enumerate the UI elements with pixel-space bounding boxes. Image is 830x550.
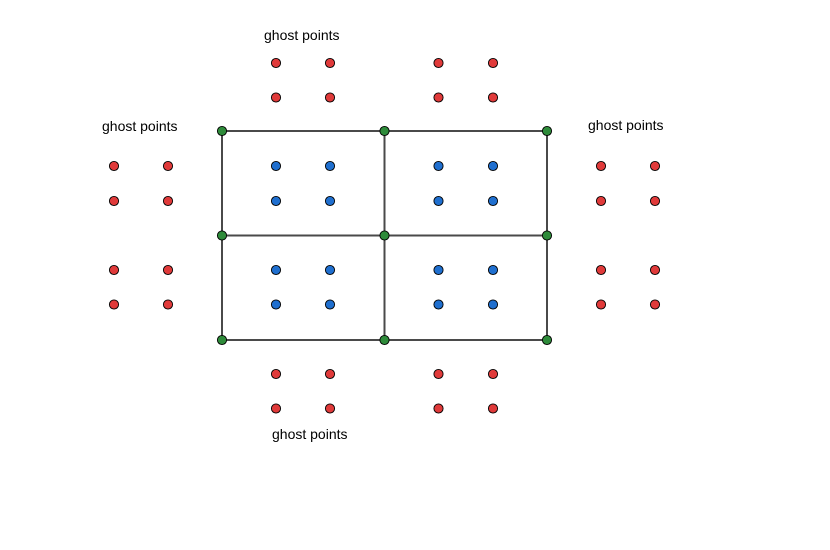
ghost-point-left: [162, 264, 174, 276]
ghost-point-left: [162, 160, 174, 172]
ghost-point-top: [270, 92, 282, 103]
ghost-point-top: [433, 92, 444, 103]
ghost-point-bottom: [487, 368, 499, 380]
ghost-point-right: [649, 299, 661, 310]
ghost-point-bottom: [270, 368, 282, 380]
interior-points: [270, 160, 499, 310]
ghost-point-top: [324, 57, 336, 69]
ghost-points: [108, 57, 661, 414]
ghost-point-bottom: [324, 368, 336, 380]
ghost-point-right: [595, 264, 607, 276]
ghost-point-left: [162, 195, 174, 207]
ghost-point-right: [649, 195, 661, 207]
grid-node: [379, 334, 390, 346]
interior-point: [270, 195, 282, 207]
ghost-point-right: [595, 160, 607, 172]
ghost-points-label-right: ghost points: [588, 117, 664, 133]
ghost-point-bottom: [487, 403, 499, 414]
interior-point: [433, 160, 444, 172]
ghost-points-label-top: ghost points: [264, 27, 340, 43]
interior-point: [270, 160, 282, 172]
ghost-point-bottom: [324, 403, 336, 414]
ghost-point-right: [649, 264, 661, 276]
interior-point: [270, 299, 282, 310]
ghost-point-bottom: [433, 403, 444, 414]
ghost-point-right: [595, 299, 607, 310]
ghost-points-label-bottom: ghost points: [272, 426, 348, 442]
grid-node: [216, 334, 228, 346]
interior-point: [270, 264, 282, 276]
interior-point: [487, 299, 499, 310]
ghost-point-bottom: [433, 368, 444, 380]
grid-node: [216, 230, 228, 241]
ghost-point-left: [108, 160, 120, 172]
interior-point: [324, 160, 336, 172]
interior-point: [433, 299, 444, 310]
ghost-points-label-left: ghost points: [102, 118, 178, 134]
ghost-point-top: [270, 57, 282, 69]
ghost-point-left: [108, 195, 120, 207]
grid-node: [379, 125, 390, 137]
interior-point: [324, 195, 336, 207]
ghost-point-bottom: [270, 403, 282, 414]
interior-point: [487, 264, 499, 276]
grid-node: [541, 334, 553, 346]
interior-point: [433, 195, 444, 207]
grid-node: [379, 230, 390, 241]
ghost-point-right: [595, 195, 607, 207]
ghost-point-top: [487, 92, 499, 103]
grid-node: [541, 125, 553, 137]
ghost-point-right: [649, 160, 661, 172]
ghost-point-top: [324, 92, 336, 103]
ghost-point-left: [162, 299, 174, 310]
grid-node: [216, 125, 228, 137]
ghost-point-left: [108, 264, 120, 276]
interior-point: [487, 160, 499, 172]
ghost-point-left: [108, 299, 120, 310]
interior-point: [487, 195, 499, 207]
interior-point: [324, 264, 336, 276]
ghost-point-top: [487, 57, 499, 69]
interior-point: [324, 299, 336, 310]
interior-point: [433, 264, 444, 276]
ghost-point-top: [433, 57, 444, 69]
grid-node: [541, 230, 553, 241]
grid-nodes: [216, 125, 553, 346]
